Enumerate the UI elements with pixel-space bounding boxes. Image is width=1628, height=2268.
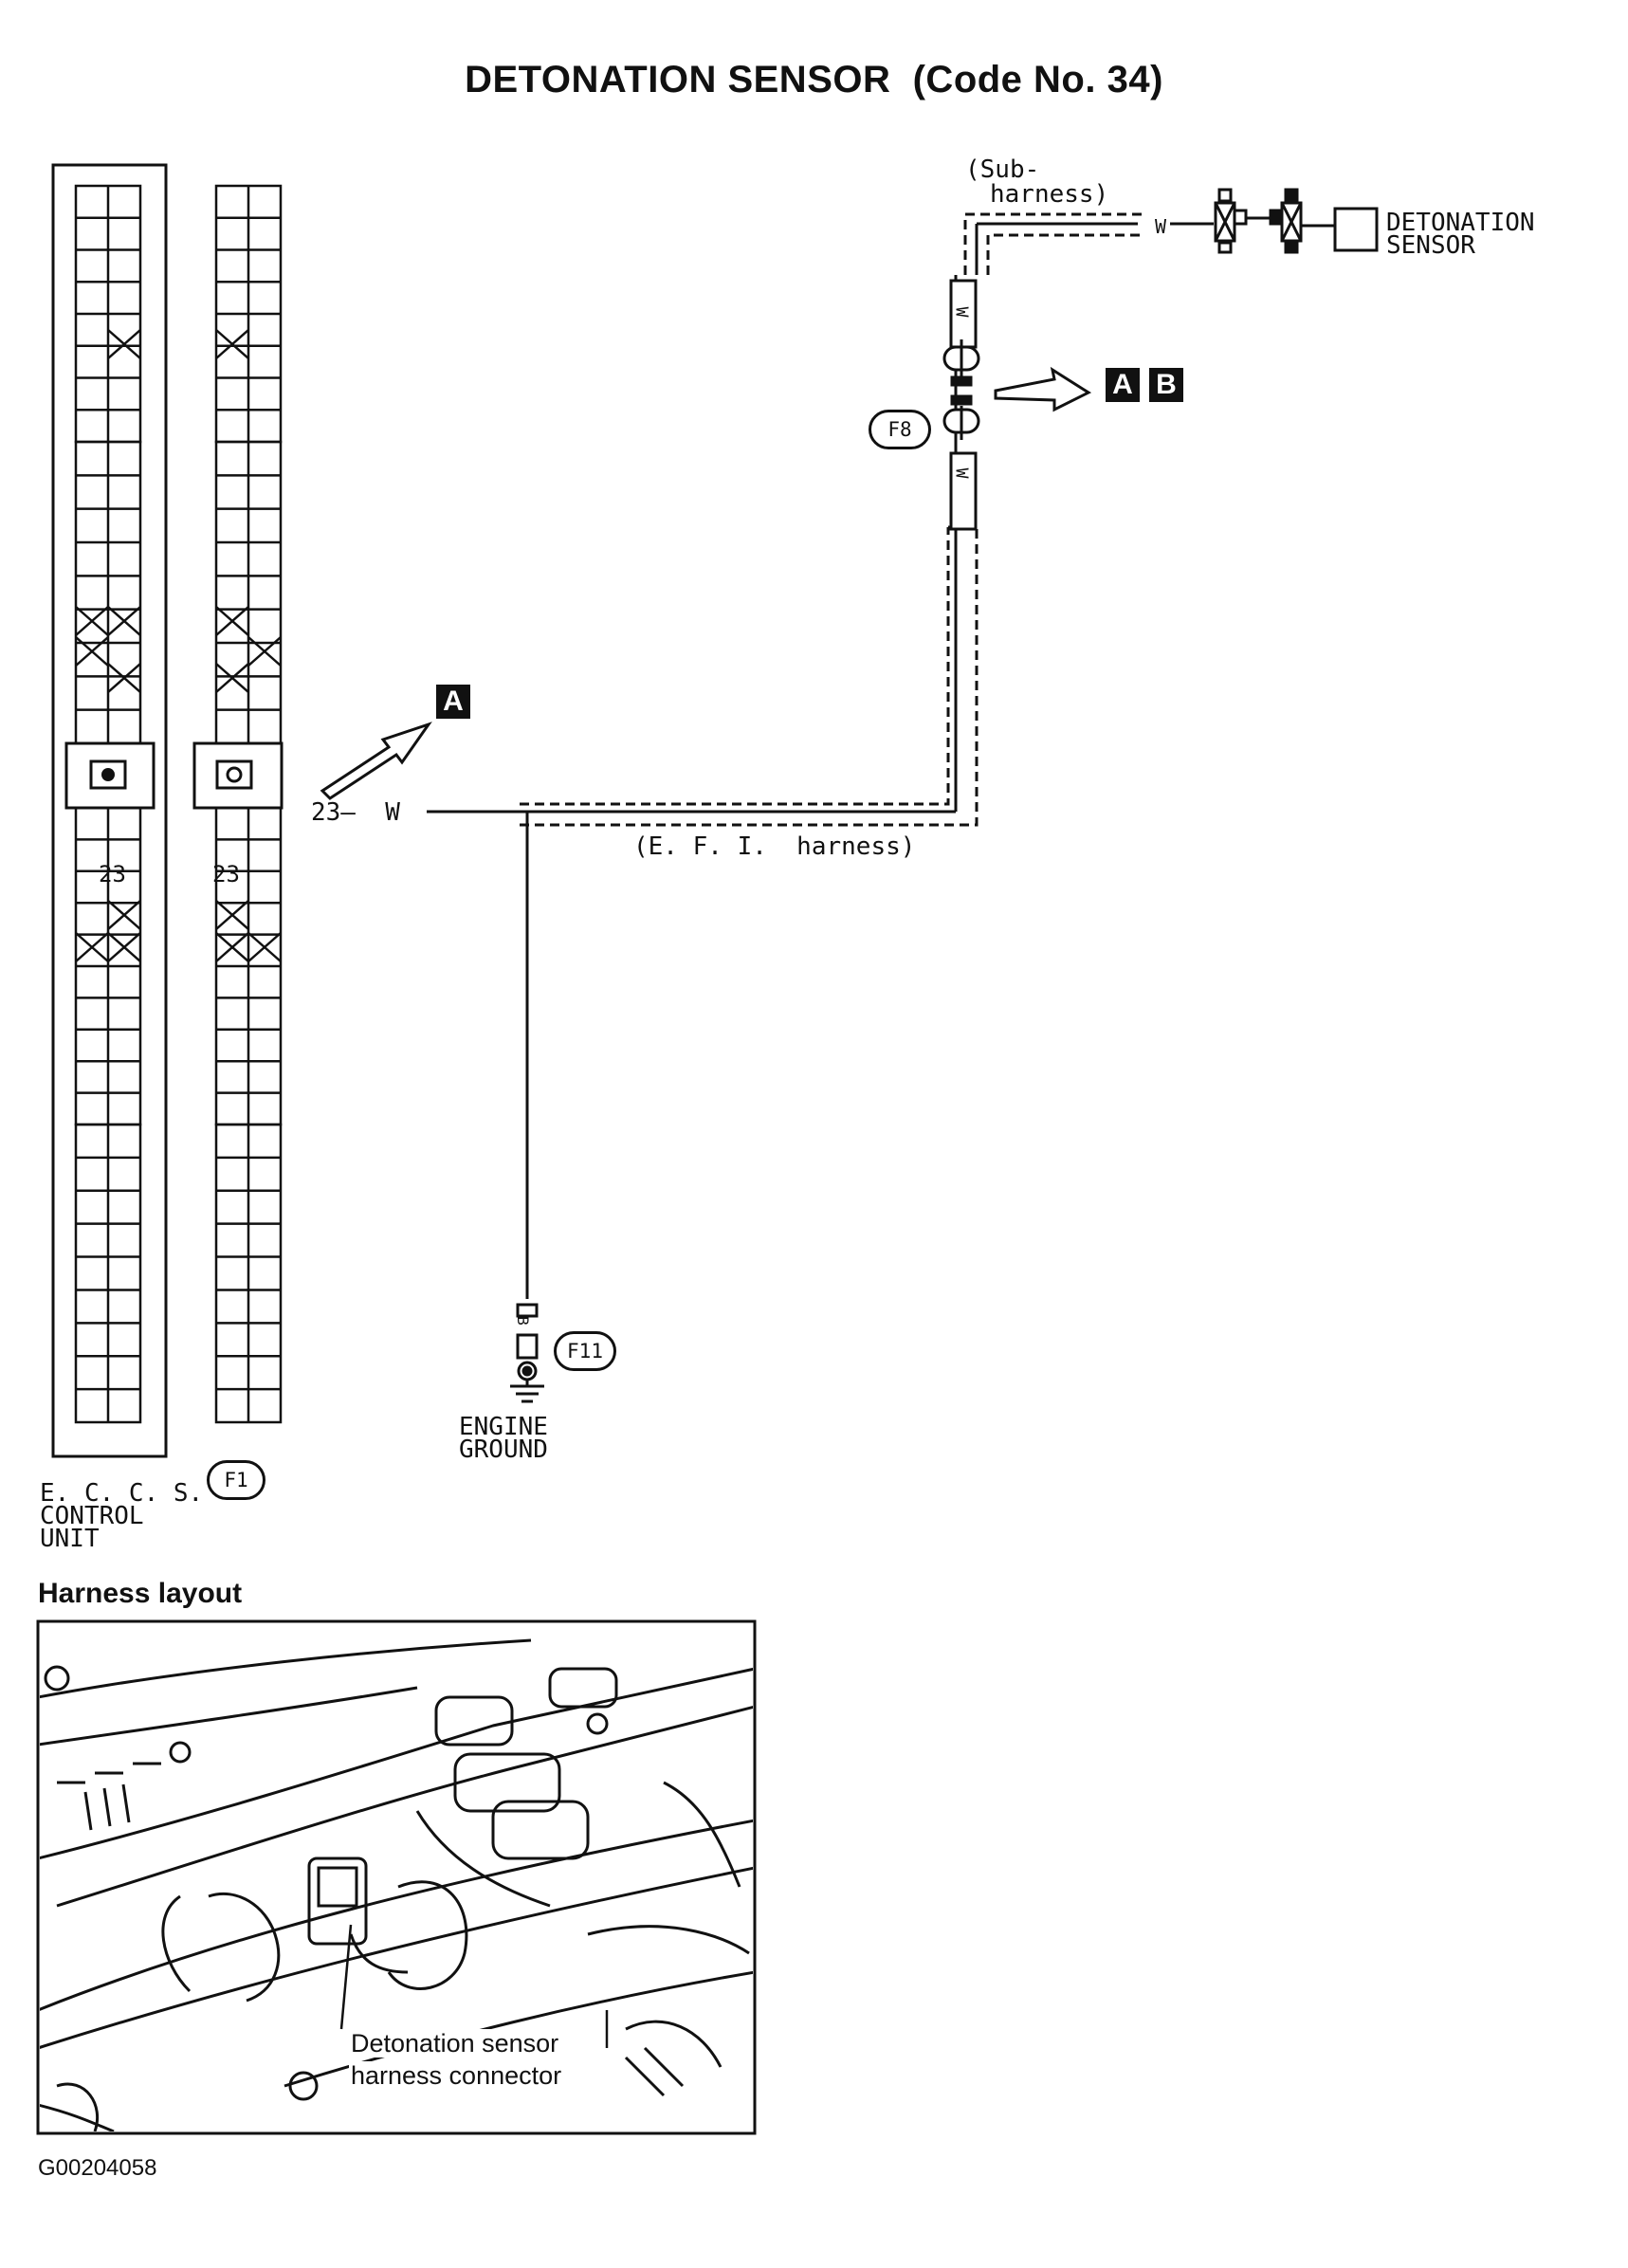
unused-terminal-x — [107, 663, 141, 693]
title-code: (Code No. 34) — [912, 59, 1163, 101]
unused-terminal-x — [215, 932, 249, 962]
unused-terminal-x — [215, 606, 249, 636]
sensor-label-1: DETONATION — [1386, 209, 1535, 237]
unused-terminal-marks — [75, 329, 282, 962]
ref-arrow-ab — [994, 366, 1092, 412]
ecu-terminal-grid — [74, 184, 142, 1424]
ref-box-b: B — [1149, 368, 1183, 402]
sub-harness-sheath — [963, 212, 1143, 275]
wire-w — [427, 222, 1138, 1299]
f8-wire-boxes — [949, 279, 978, 531]
ground-connector-symbol — [510, 1303, 544, 1403]
figure-id: G00204058 — [38, 2155, 157, 2181]
connector-f8-badge: F8 — [869, 410, 931, 449]
unused-terminal-x — [215, 329, 249, 359]
ecu-label-line1: E. C. C. S. — [40, 1479, 204, 1508]
unused-terminal-x — [75, 636, 109, 667]
harness-callout-1: Detonation sensor — [349, 2029, 561, 2058]
wire-color-w-upper: W — [951, 306, 972, 318]
unused-terminal-x — [215, 663, 249, 693]
ecu-label-line3: UNIT — [40, 1525, 100, 1553]
sub-harness-label-2: harness) — [990, 180, 1109, 209]
f1-terminal-grid — [214, 184, 283, 1424]
unused-terminal-x — [107, 900, 141, 930]
sub-harness-label-1: (Sub- — [965, 155, 1040, 184]
ground-label-1: ENGINE — [459, 1413, 548, 1441]
harness-callout-2: harness connector — [349, 2061, 564, 2090]
wire-color-w-lower: W — [951, 467, 972, 479]
unused-terminal-x — [215, 900, 249, 930]
unused-terminal-x — [107, 932, 141, 962]
efi-harness-sheath — [520, 525, 979, 827]
connector-f1-badge: F1 — [207, 1460, 265, 1500]
title-main: DETONATION SENSOR — [465, 59, 891, 101]
ref-box-a-2: A — [1106, 368, 1140, 402]
unused-terminal-x — [75, 932, 109, 962]
ecu-terminal-23: 23 — [99, 861, 126, 887]
ecu-latch — [89, 759, 127, 790]
harness-layout-heading: Harness layout — [38, 1578, 243, 1609]
harness-layout-photo — [36, 1619, 757, 2135]
unused-terminal-x — [247, 636, 282, 667]
wire-color-b-ground: B — [513, 1316, 532, 1326]
ground-label-2: GROUND — [459, 1436, 548, 1464]
ref-box-a: A — [436, 685, 470, 719]
connector-f11-badge: F11 — [554, 1331, 616, 1371]
f8-connector-symbol — [942, 339, 980, 440]
efi-harness-label: (E. F. I. harness) — [633, 832, 916, 861]
terminal-23-wire-label: 23— W — [311, 798, 400, 827]
wire-color-w-sub: W — [1155, 215, 1167, 238]
unused-terminal-x — [107, 329, 141, 359]
f1-latch — [215, 759, 253, 790]
unused-terminal-x — [75, 606, 109, 636]
page-title: DETONATION SENSOR (Code No. 34) — [0, 59, 1628, 101]
unused-terminal-x — [107, 606, 141, 636]
ecu-label-line2: CONTROL — [40, 1502, 144, 1530]
sensor-connector-symbols — [1170, 188, 1379, 254]
ref-arrow-a — [320, 722, 432, 800]
f1-terminal-23: 23 — [212, 861, 240, 887]
unused-terminal-x — [247, 932, 282, 962]
sensor-label-2: SENSOR — [1386, 231, 1475, 260]
